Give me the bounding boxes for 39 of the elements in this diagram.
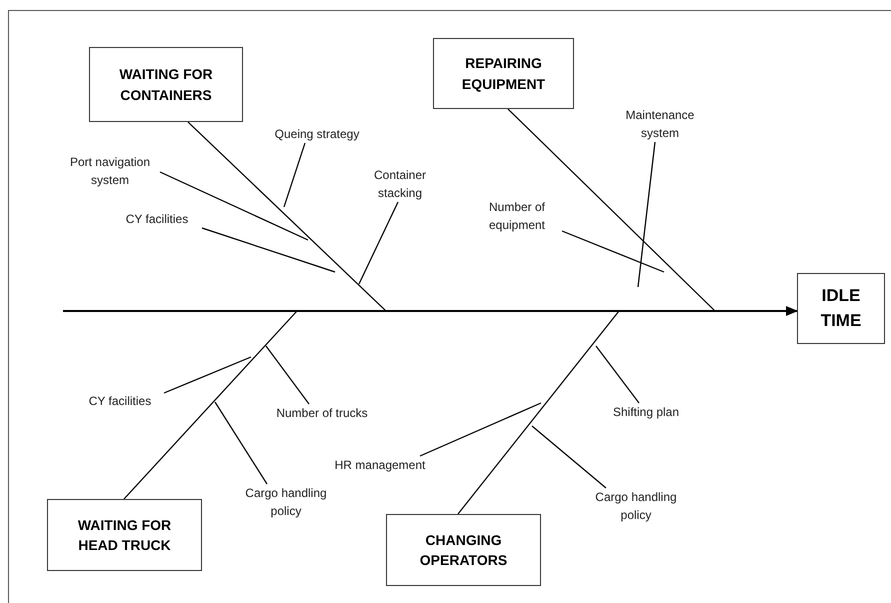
bone-line [596,346,640,404]
category-box [47,499,202,571]
cause-label: Number of equipment [472,198,562,234]
category-label: CHANGING OPERATORS [418,530,508,570]
category-label: IDLE TIME [820,284,862,332]
bone-line [266,346,310,404]
bone-line [637,142,656,288]
bone-line [124,310,298,500]
bone-line [458,310,620,514]
bone-line [160,171,308,241]
bone-line [562,230,664,273]
cause-label: CY facilities [76,392,164,410]
cause-label: Number of trucks [262,404,382,422]
category-box [386,514,541,586]
cause-label: Container stacking [362,166,438,202]
category-label: WAITING FOR CONTAINERS [118,65,214,104]
cause-label: Maintenance system [615,106,705,142]
cause-label: Shifting plan [596,403,696,421]
category-box [89,47,243,122]
bone-line [532,426,606,488]
bone-line [164,356,252,394]
bone-line [214,402,268,484]
cause-label: Cargo handling policy [586,488,686,524]
bone-line [420,402,542,457]
cause-label: Queing strategy [262,125,372,143]
bone-line [283,142,306,208]
category-label: WAITING FOR HEAD TRUCK [76,516,172,555]
cause-label: Cargo handling policy [236,484,336,520]
bone-line [508,108,716,312]
cause-label: Port navigation system [60,153,160,189]
cause-label: CY facilities [112,210,202,228]
bone-line [188,122,386,312]
cause-label: HR management [320,456,440,474]
spine-arrow [63,306,798,316]
category-label: REPAIRING EQUIPMENT [460,54,546,94]
bone-line [358,202,399,284]
category-box [433,38,574,109]
bone-line [202,227,336,273]
category-box [797,273,885,344]
